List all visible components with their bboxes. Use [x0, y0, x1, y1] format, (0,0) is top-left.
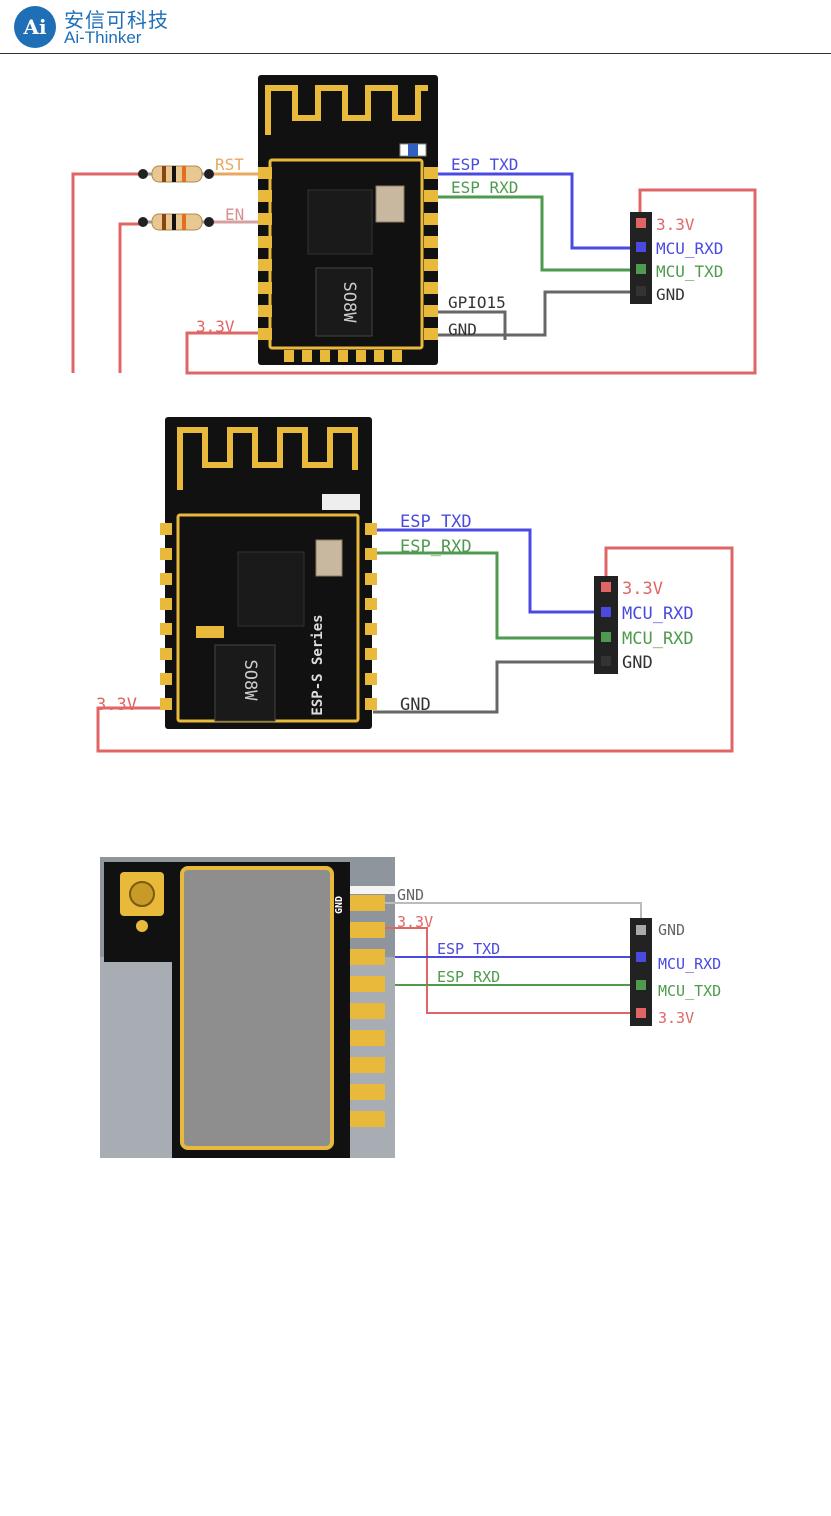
crystal-icon	[376, 186, 404, 222]
edge-pads	[350, 895, 385, 1127]
mcu-chip	[238, 552, 304, 626]
label-gpio15: GPIO15	[448, 293, 506, 312]
label-esp-rxd: ESP_RXD	[400, 537, 472, 557]
mcu-chip	[308, 190, 372, 254]
label-3v3: 3.3V	[196, 317, 235, 336]
wire-en-pullup	[120, 224, 140, 373]
series-label: ESP-S Series	[310, 614, 326, 715]
conn-label-3v3: 3.3V	[656, 215, 695, 234]
shield-can	[182, 868, 332, 1148]
diagram-1: SO8W RST EN 3.3V ESP_TXD ESP_RXD GPIO	[73, 75, 755, 373]
conn-label-mcu-rxd: MCU_RXD	[658, 955, 721, 973]
label-3v3: 3.3V	[397, 913, 433, 931]
diagram-2: SO8W ESP-S Series 3.3V ESP_TXD ESP_RXD G…	[96, 417, 732, 751]
pin-label-gnd: GND	[334, 896, 345, 914]
label-gnd: GND	[397, 886, 424, 904]
label-esp-txd: ESP_TXD	[437, 940, 500, 958]
label-en: EN	[225, 205, 244, 224]
resistor-icon	[138, 214, 214, 230]
wire-3v3	[385, 928, 634, 1013]
label-esp-txd: ESP_TXD	[400, 512, 472, 532]
label-gnd: GND	[400, 695, 431, 715]
conn-label-mcu-rxd: MCU_RXD	[656, 239, 723, 258]
wire-rst-pullup	[73, 174, 140, 373]
conn-label-mcu-txd: MCU_TXD	[658, 982, 721, 1000]
conn-label-3v3: 3.3V	[622, 579, 663, 599]
conn-label-gnd: GND	[658, 921, 685, 939]
smd-component	[196, 626, 224, 638]
conn-label-mcu-txd: MCU_TXD	[656, 262, 723, 281]
conn-label-mcu-rxd-2: MCU_RXD	[622, 629, 694, 649]
label-gnd: GND	[448, 320, 477, 339]
conn-label-gnd: GND	[622, 653, 653, 673]
conn-label-3v3: 3.3V	[658, 1009, 694, 1027]
label-esp-rxd: ESP_RXD	[437, 968, 500, 986]
label-3v3: 3.3V	[96, 695, 137, 715]
label-esp-txd: ESP_TXD	[451, 155, 518, 174]
conn-label-gnd: GND	[656, 285, 685, 304]
label-rst: RST	[215, 155, 244, 174]
crystal-icon	[316, 540, 342, 576]
wire-esp-rxd	[373, 553, 602, 638]
conn-label-mcu-rxd: MCU_RXD	[622, 604, 694, 624]
resistor-icon	[138, 166, 214, 182]
label-esp-rxd: ESP_RXD	[451, 178, 518, 197]
diagram-3: GND GND 3.3V ESP_TXD ESP_RXD GND MCU_RXD…	[100, 857, 721, 1158]
flash-chip-label: SO8W	[339, 282, 359, 324]
led-icon	[322, 494, 360, 510]
flash-chip-label: SO8W	[240, 660, 260, 702]
wire-esp-rxd	[438, 197, 636, 270]
